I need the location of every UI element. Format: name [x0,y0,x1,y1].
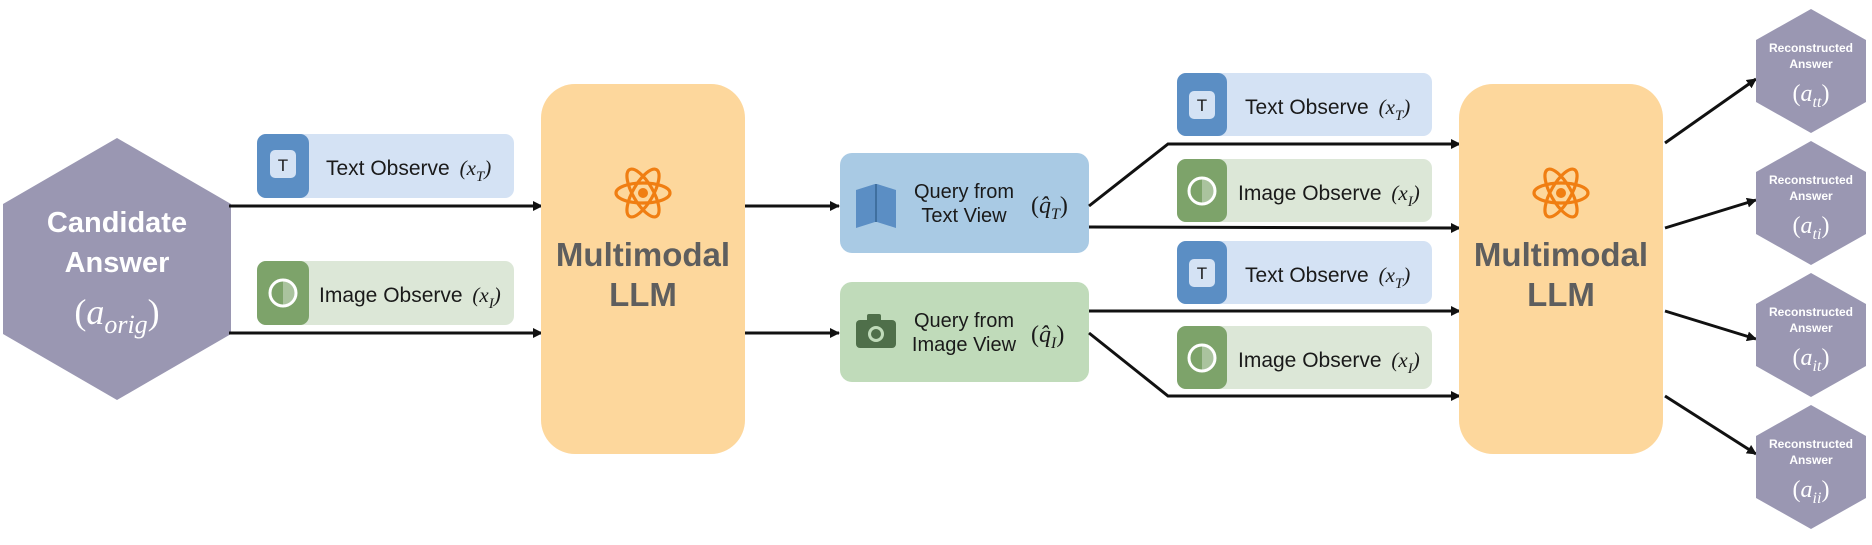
arrow-llm-to-output-ti [1664,197,1757,230]
output-label-line1: Reconstructed [1769,305,1853,319]
output-hexagon-shape [1756,141,1866,265]
reconstructed-answer-it: Reconstructed Answer (ait) [1756,273,1866,397]
stage2-image-observe-chip-2: Image Observe (xI) [1177,326,1432,389]
query-label-line1: Query from [914,310,1014,332]
query-from-text-view: Query from Text View (q̂T) [840,153,1089,253]
multimodal-llm-stage1: Multimodal LLM [541,84,745,454]
output-symbol: (ait) [1793,345,1830,375]
chip-label: Text Observe (xT) [1245,95,1410,124]
arrow-llm-to-output-ii [1664,394,1757,456]
llm-title-line1: Multimodal [1474,236,1648,273]
text-icon: T [270,150,296,178]
image-icon [1187,343,1217,373]
output-label-line2: Answer [1789,321,1833,335]
candidate-hexagon-shape [3,138,231,400]
reconstructed-answer-ti: Reconstructed Answer (ati) [1756,141,1866,265]
candidate-title-line1: Candidate [47,207,187,239]
chip-label: Image Observe (xI) [1238,348,1420,377]
output-symbol: (att) [1793,81,1830,111]
chip-background [1177,326,1432,389]
text-icon: T [1189,259,1215,287]
stage2-image-observe-chip-1: Image Observe (xI) [1177,159,1432,222]
output-hexagon-shape [1756,273,1866,397]
image-icon [1187,176,1217,206]
image-icon [268,278,298,308]
chip-background [1177,159,1432,222]
chip-label: Text Observe (xT) [1245,263,1410,292]
llm-title-line2: LLM [609,276,677,313]
chip-label: Text Observe (xT) [326,156,491,185]
stage1-image-observe-chip: Image Observe (xI) [257,261,514,325]
output-label-line1: Reconstructed [1769,41,1853,55]
reconstructed-answer-ii: Reconstructed Answer (aii) [1756,405,1866,529]
query-label-line1: Query from [914,181,1014,203]
reconstructed-answer-tt: Reconstructed Answer (att) [1756,9,1866,133]
arrow-text-query-to-llm-a [1088,139,1461,208]
arrow-image-query-to-llm-b [1088,331,1461,401]
multimodal-llm-stage2: Multimodal LLM [1459,84,1663,454]
svg-text:T: T [278,156,288,175]
query-box [840,153,1089,253]
svg-text:T: T [1197,96,1207,115]
chip-background [1177,241,1432,304]
query-box [840,282,1089,382]
text-icon: T [1189,91,1215,119]
query-symbol: (q̂I) [1031,322,1064,352]
stage2-text-observe-chip-2: T Text Observe (xT) [1177,241,1432,304]
output-label-line2: Answer [1789,453,1833,467]
candidate-symbol: (aorig) [74,292,159,339]
chip-background [1177,73,1432,136]
stage2-text-observe-chip-1: T Text Observe (xT) [1177,73,1432,136]
output-hexagon-shape [1756,9,1866,133]
query-label-line2: Text View [921,205,1007,227]
llm-title-line1: Multimodal [556,236,730,273]
image-icon-tile [1177,159,1227,222]
chip-background [257,261,514,325]
output-label-line1: Reconstructed [1769,437,1853,451]
svg-text:T: T [1197,264,1207,283]
stage1-text-observe-chip: T Text Observe (xT) [257,134,514,198]
book-icon [856,184,896,228]
output-label-line1: Reconstructed [1769,173,1853,187]
chip-label: Image Observe (xI) [1238,181,1420,210]
arrow-llm-to-output-tt [1664,77,1757,145]
chip-background [257,134,514,198]
output-label-line2: Answer [1789,57,1833,71]
candidate-answer-node: Candidate Answer (aorig) [3,138,231,400]
arrow-llm-to-output-it [1664,309,1757,342]
output-hexagon-shape [1756,405,1866,529]
camera-icon [856,314,896,348]
arrow-text-query-to-llm-b [1088,222,1461,233]
llm-title-line2: LLM [1527,276,1595,313]
chip-label: Image Observe (xI) [319,283,501,312]
output-symbol: (ati) [1793,213,1830,243]
query-symbol: (q̂T) [1031,193,1068,223]
image-icon-tile [257,261,309,325]
output-symbol: (aii) [1793,477,1830,507]
candidate-title-line2: Answer [65,247,170,279]
query-label-line2: Image View [912,334,1017,356]
output-label-line2: Answer [1789,189,1833,203]
image-icon-tile [1177,326,1227,389]
query-from-image-view: Query from Image View (q̂I) [840,282,1089,382]
llm-box [1459,84,1663,454]
llm-box [541,84,745,454]
